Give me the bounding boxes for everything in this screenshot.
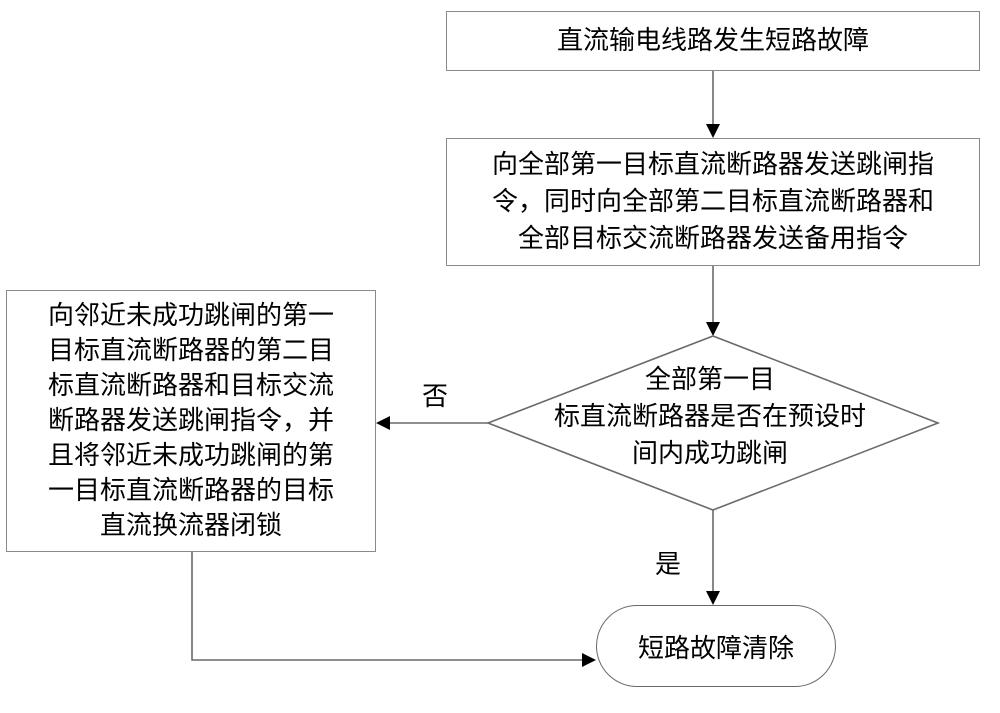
no-branch-line-5: 且将邻近未成功跳闸的第 <box>47 440 334 471</box>
arrow-no-branch-to-end <box>191 552 582 661</box>
no-branch-box: 向邻近未成功跳闸的第一 目标直流断路器的第二目 标直流断路器和目标交流 断路器发… <box>6 290 376 552</box>
send-commands-line-2: 令，同时向全部第二目标直流断路器和 <box>491 186 934 217</box>
send-commands-line-3: 全部目标交流断路器发送备用指令 <box>517 223 908 254</box>
send-commands-line-1: 向全部第一目标直流断路器发送跳闸指 <box>491 149 934 180</box>
start-box: 直流输电线路发生短路故障 <box>446 11 980 71</box>
no-branch-line-3: 标直流断路器和目标交流 <box>47 370 334 401</box>
send-commands-box: 向全部第一目标直流断路器发送跳闸指 令，同时向全部第二目标直流断路器和 全部目标… <box>446 138 980 266</box>
decision-text: 全部第一目 标直流断路器是否在预设时 间内成功跳闸 <box>540 362 880 473</box>
yes-label: 是 <box>655 550 682 580</box>
end-text: 短路故障清除 <box>637 633 794 664</box>
no-branch-line-6: 一目标直流断路器的目标 <box>47 475 334 506</box>
arrowhead-no-branch <box>376 416 390 430</box>
decision-line-2: 标直流断路器是否在预设时 <box>553 402 866 432</box>
no-branch-line-7: 直流换流器闭锁 <box>99 510 282 541</box>
arrowhead-decision <box>706 322 720 336</box>
arrowhead-end <box>706 591 720 605</box>
arrowhead-end-from-no-branch <box>582 653 596 667</box>
decision-line-1: 全部第一目 <box>644 365 775 395</box>
no-label: 否 <box>422 382 449 412</box>
arrowhead-commands <box>706 124 720 138</box>
no-branch-line-2: 目标直流断路器的第二目 <box>47 335 334 366</box>
start-text: 直流输电线路发生短路故障 <box>556 25 869 56</box>
no-branch-line-4: 断路器发送跳闸指令，并 <box>47 405 334 436</box>
decision-line-3: 间内成功跳闸 <box>631 439 788 469</box>
no-branch-line-1: 向邻近未成功跳闸的第一 <box>47 300 334 331</box>
end-terminal: 短路故障清除 <box>596 605 836 687</box>
